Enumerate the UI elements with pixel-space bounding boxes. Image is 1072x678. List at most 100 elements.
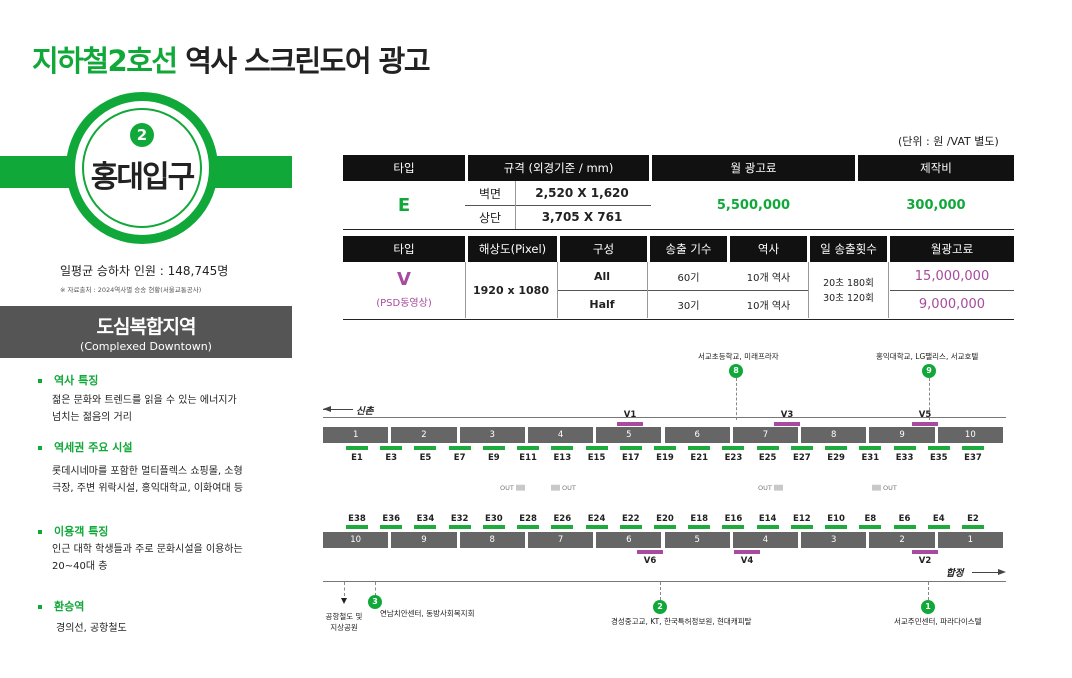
door-marker [380, 525, 403, 529]
arrow-right-icon [972, 572, 1000, 573]
door-marker [517, 525, 540, 529]
direction-right: 합정 [946, 568, 964, 579]
section-heading: 역사 특징 [38, 372, 98, 388]
section-heading: 역세권 주요 시설 [38, 439, 133, 455]
airport-label: 지상공원 [330, 623, 358, 632]
airport-label: 공항철도 및 [325, 612, 363, 621]
divider [647, 262, 648, 318]
table2-daily: 30초 120회 [823, 293, 874, 304]
door-marker [790, 525, 813, 529]
train-car: 10 [937, 427, 1003, 443]
video-screen-label: V5 [918, 410, 932, 420]
table1-row-label: 벽면 [478, 186, 502, 201]
exit-line [928, 582, 929, 600]
door-marker [414, 525, 437, 529]
train-car: 7 [732, 427, 799, 443]
door-marker [654, 525, 676, 529]
train-car: 5 [596, 427, 662, 443]
train-car: 6 [596, 532, 662, 548]
door-marker [688, 525, 711, 529]
exit-number-icon: 8 [729, 364, 743, 378]
door-marker [962, 525, 984, 529]
door-marker [859, 446, 882, 450]
table1-production-fee: 300,000 [906, 197, 966, 213]
table1-header-size: 규격 (외경기준 / mm) [468, 155, 649, 181]
table2-daily: 20초 180회 [823, 278, 874, 289]
door-marker [893, 446, 916, 450]
door-code: E22 [621, 514, 640, 524]
door-code: E16 [724, 514, 743, 524]
zone-title: 도심복합지역 [96, 316, 197, 338]
train-car: 9 [391, 532, 457, 548]
video-screen-marker [637, 550, 663, 554]
door-code: E3 [385, 453, 398, 463]
door-marker [825, 525, 848, 529]
exit-number-icon: 2 [653, 600, 667, 614]
door-code: E17 [621, 453, 640, 463]
door-code: E30 [485, 514, 503, 524]
door-code: E4 [932, 514, 945, 524]
train-car: 9 [869, 427, 935, 443]
exit-label: 홍익대학교, LG팰리스, 서교호텔 [876, 352, 979, 361]
exit-line [929, 378, 930, 420]
table2-config: Half [589, 297, 615, 311]
video-screen-label: V1 [623, 410, 637, 420]
door-marker [722, 525, 745, 529]
door-code: E13 [553, 453, 572, 463]
divider [808, 262, 809, 318]
door-marker [688, 446, 711, 450]
door-code: E33 [895, 453, 914, 463]
table2-config: All [593, 269, 611, 283]
table2-type-sub: (PSD동영상) [376, 297, 432, 309]
exit-number-icon: 9 [922, 364, 936, 378]
divider [890, 290, 1014, 291]
exit-line [344, 582, 345, 596]
door-code: E2 [967, 514, 979, 524]
train-car: 6 [664, 427, 730, 443]
section-body: 경의선, 공항철도 [56, 623, 127, 634]
door-marker [585, 446, 608, 450]
section-heading: 환승역 [38, 598, 84, 614]
door-code: E34 [416, 514, 435, 524]
train-car: 3 [801, 532, 867, 548]
table2-stations: 10개 역사 [746, 300, 791, 312]
table1-header-type: 타입 [343, 155, 465, 181]
table2-resolution: 1920 x 1080 [473, 283, 549, 297]
exit-gate-icon: ⫼⫼⫼ OUT [872, 484, 897, 492]
door-marker [346, 525, 368, 529]
door-code: E5 [419, 453, 432, 463]
table1-monthly-fee: 5,500,000 [716, 197, 791, 213]
video-screen-label: V4 [740, 556, 754, 566]
door-marker [482, 446, 505, 450]
table2-fee: 15,000,000 [914, 268, 990, 284]
video-screen-marker [912, 550, 938, 554]
divider [343, 229, 1014, 230]
door-marker [551, 446, 574, 450]
exit-label: 경성중고교, KT, 한국특허정보원, 현대캐피탈 [611, 617, 752, 626]
arrow-left-icon [323, 409, 353, 410]
train-car: 7 [527, 532, 594, 548]
table2-units: 60기 [677, 272, 700, 284]
door-code: E6 [898, 514, 911, 524]
door-marker [927, 446, 950, 450]
door-marker [482, 525, 505, 529]
door-code: E8 [864, 514, 877, 524]
ridership-text: 일평균 승하차 인원 : 148,745명 [60, 264, 229, 278]
video-screen-marker [734, 550, 760, 554]
train-car: 4 [527, 427, 594, 443]
table1-row-size: 2,520 X 1,620 [535, 186, 629, 200]
door-code: E12 [793, 514, 811, 524]
zone-subtitle: (Complexed Downtown) [80, 340, 212, 353]
table2-header-config: 구성 [560, 236, 647, 262]
door-code: E10 [827, 514, 845, 524]
arrowhead-icon [323, 406, 331, 412]
door-code: E31 [861, 453, 880, 463]
unit-note: (단위 : 원 /VAT 별도) [898, 135, 999, 148]
door-code: E20 [656, 514, 674, 524]
door-marker [551, 525, 574, 529]
title-line: 지하철2호선 [32, 44, 178, 78]
direction-left: 신촌 [356, 406, 374, 417]
door-code: E36 [382, 514, 401, 524]
train-car: 1 [937, 532, 1003, 548]
